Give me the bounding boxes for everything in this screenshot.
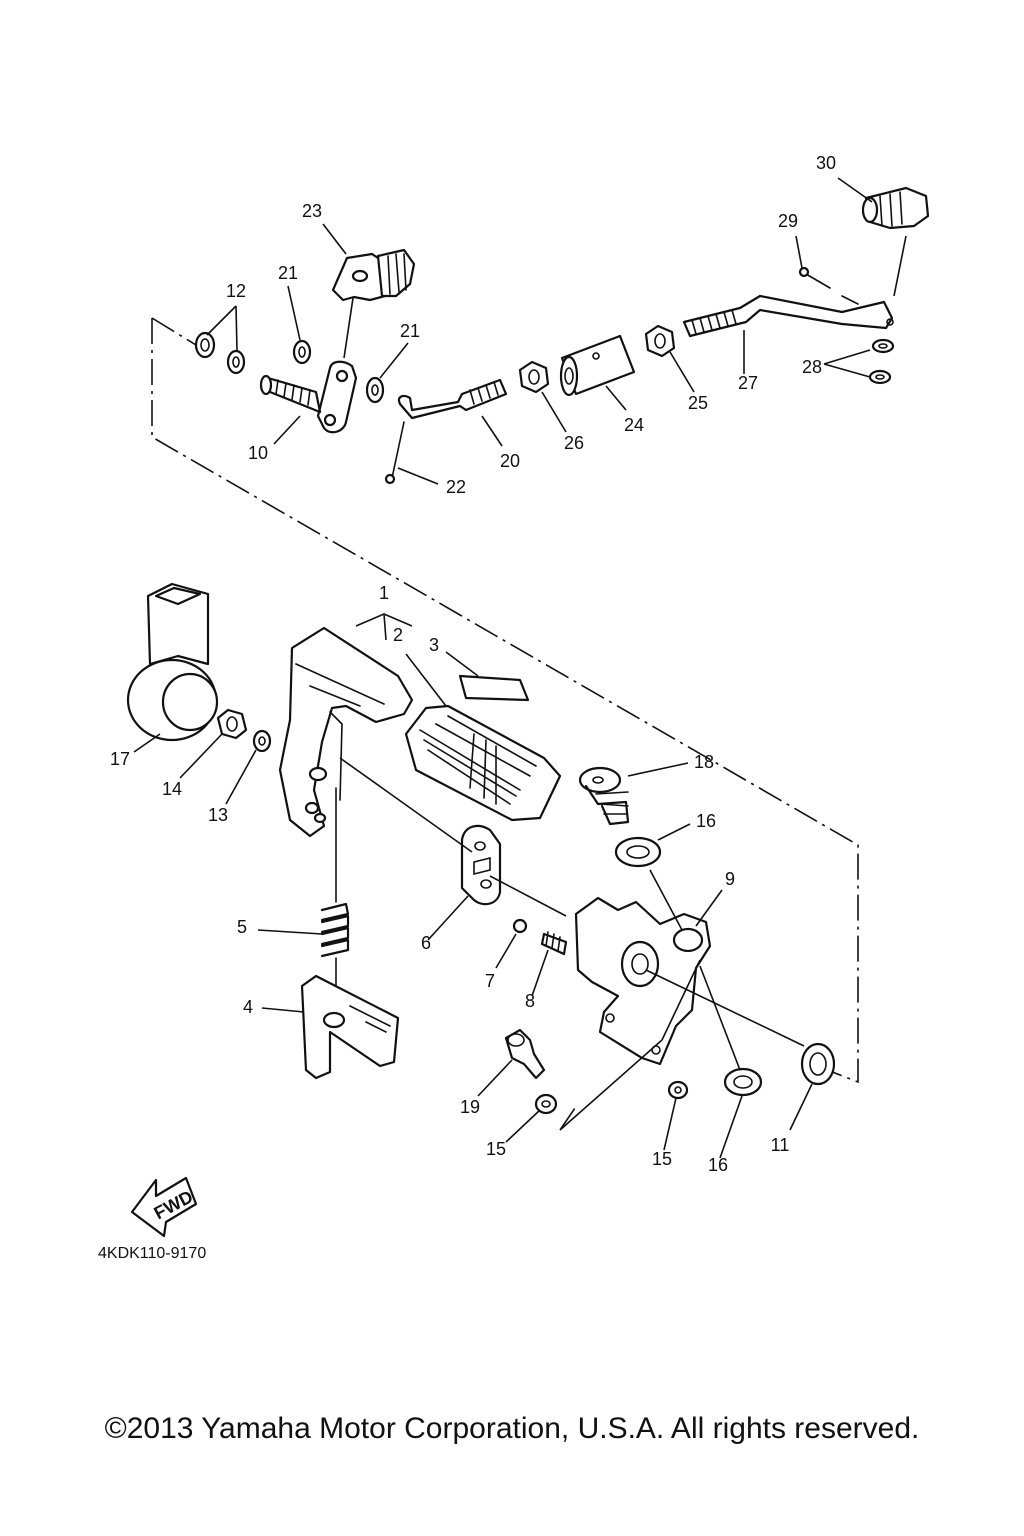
part-12-washer-b (226, 349, 246, 375)
label-19: 19 (460, 1097, 480, 1117)
label-20: 20 (500, 451, 520, 471)
label-8: 8 (525, 991, 535, 1011)
label-18: 18 (694, 752, 714, 772)
part-labels: 30 29 23 21 12 21 10 20 22 26 24 25 27 2… (110, 153, 836, 1175)
part-8-spring (540, 931, 568, 956)
part-16-washer-b (723, 1067, 763, 1097)
part-19-bolt (504, 1028, 546, 1080)
part-28-washer-a (871, 338, 895, 354)
part-7-ball (512, 918, 528, 934)
label-4: 4 (243, 997, 253, 1017)
part-25-nut (644, 324, 676, 358)
part-20-shift-rod (397, 378, 508, 420)
label-1: 1 (379, 583, 389, 603)
part-26-nut (518, 360, 550, 394)
fwd-arrow-icon: FWD (130, 1176, 198, 1238)
label-23: 23 (302, 201, 322, 221)
part-27-shift-rod (682, 294, 894, 338)
part-3-label (458, 674, 530, 702)
part-5-spring (320, 787, 350, 1011)
label-21-top: 21 (278, 263, 298, 283)
label-16-top: 16 (696, 811, 716, 831)
part-12-washer-a (194, 331, 216, 359)
label-5: 5 (237, 917, 247, 937)
part-10-spring-bracket (259, 360, 358, 434)
part-9-housing (574, 896, 805, 1066)
reference-lines (151, 317, 859, 1131)
part-2-grip (404, 704, 562, 822)
part-21-washer-a (292, 339, 312, 365)
part-22-cotter-pin (391, 421, 405, 479)
part-29-pin (805, 273, 831, 289)
label-11: 11 (771, 1135, 790, 1155)
part-15-washer-a (667, 1080, 689, 1100)
part-16-washer-a (614, 836, 662, 868)
label-24: 24 (624, 415, 644, 435)
label-12: 12 (226, 281, 246, 301)
copyright-notice: ©2013 Yamaha Motor Corporation, U.S.A. A… (104, 1412, 920, 1445)
label-29: 29 (778, 211, 798, 231)
part-1-lever (278, 626, 414, 838)
part-30-boot (861, 186, 930, 230)
part-21-washer-b (365, 376, 385, 404)
part-13-washer (252, 729, 272, 753)
label-27: 27 (738, 373, 758, 393)
label-30: 30 (816, 153, 836, 173)
part-18-plug (578, 766, 630, 826)
label-22: 22 (446, 477, 466, 497)
label-21-right: 21 (400, 321, 420, 341)
part-14-nut (216, 708, 248, 740)
label-28: 28 (802, 357, 822, 377)
label-9: 9 (725, 869, 735, 889)
part-4-stopper (300, 974, 400, 1080)
part-17-collar (126, 582, 219, 742)
label-10: 10 (248, 443, 268, 463)
label-15-right: 15 (652, 1149, 672, 1169)
label-15-left: 15 (486, 1139, 506, 1159)
label-3: 3 (429, 635, 439, 655)
part-24-sleeve (559, 334, 636, 397)
label-2: 2 (393, 625, 403, 645)
label-13: 13 (208, 805, 228, 825)
label-17: 17 (110, 749, 130, 769)
label-25: 25 (688, 393, 708, 413)
label-16-bottom: 16 (708, 1155, 728, 1175)
label-6: 6 (421, 933, 431, 953)
label-26: 26 (564, 433, 584, 453)
label-7: 7 (485, 971, 495, 991)
leader-lines (133, 177, 907, 1159)
part-23-boot (331, 248, 416, 302)
part-6-plate (460, 824, 502, 906)
drawing-code: 4KDK110-9170 (98, 1245, 206, 1262)
part-11-seal (800, 1042, 836, 1086)
part-15-washer-b (534, 1093, 558, 1115)
part-28-washer-b (868, 369, 892, 385)
label-14: 14 (162, 779, 182, 799)
